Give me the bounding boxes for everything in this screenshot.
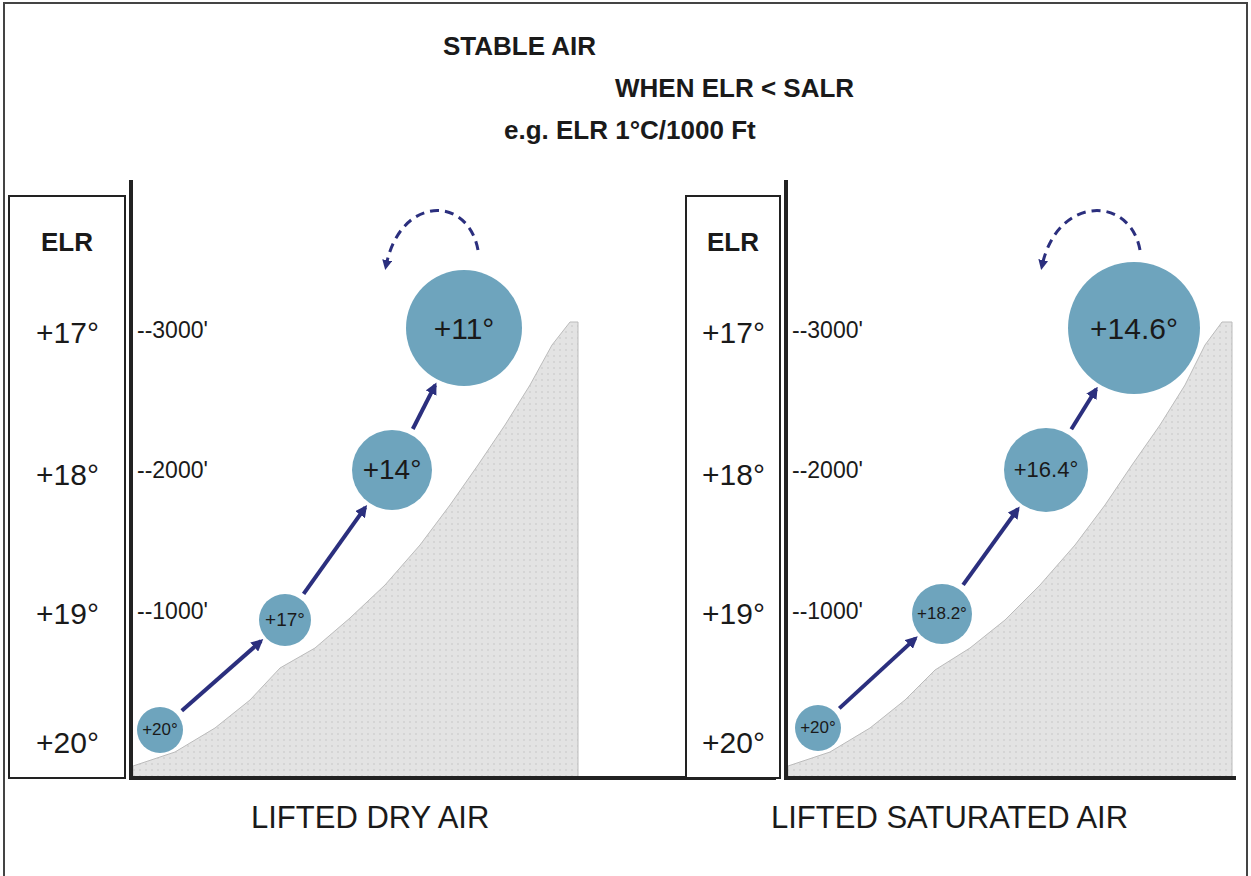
altitude-label: --3000' [792, 318, 863, 343]
air-parcel: +17° [259, 594, 311, 646]
ground-axis [129, 776, 776, 780]
lift-arrow [963, 509, 1018, 585]
box-heading: ELR [707, 228, 759, 257]
subtitle: WHEN ELR < SALR [615, 74, 854, 103]
parcel-temperature: +20° [800, 719, 836, 738]
altitude-label: --1000' [137, 599, 208, 624]
altitude-label: --1000' [792, 599, 863, 624]
sinking-arrow [1042, 211, 1140, 266]
parcel-temperature: +16.4° [1014, 458, 1078, 482]
lift-arrow [304, 507, 366, 594]
air-parcel: +20° [137, 707, 183, 753]
air-parcel: +16.4° [1004, 428, 1088, 512]
lapse-rate-box: ELR +17° +18° +19° +20° [8, 195, 126, 779]
temperature-value: +17° [36, 316, 99, 349]
parcel-temperature: +11° [434, 312, 495, 345]
temperature-value: +20° [702, 726, 765, 759]
air-parcel: +20° [795, 705, 841, 751]
temperature-value: +19° [702, 597, 765, 630]
lift-arrow [182, 641, 261, 711]
parcel-temperature: +17° [265, 610, 305, 631]
air-parcel: +14° [352, 430, 432, 510]
lift-arrow [839, 638, 915, 708]
altitude-label: --2000' [792, 458, 863, 483]
parcel-temperature: +20° [142, 721, 178, 740]
subtitle: e.g. ELR 1°C/1000 Ft [504, 116, 756, 145]
altitude-axis [129, 180, 133, 780]
air-parcel: +11° [406, 270, 522, 386]
temperature-value: +20° [36, 726, 99, 759]
mountain-slope [133, 322, 578, 778]
panel-caption: LIFTED DRY AIR [251, 801, 489, 835]
mountain-slope [788, 322, 1232, 778]
air-parcel: +18.2° [912, 584, 972, 644]
lift-arrow [413, 385, 435, 429]
panel-caption: LIFTED SATURATED AIR [771, 801, 1128, 835]
temperature-value: +19° [36, 597, 99, 630]
diagram-title: STABLE AIR [443, 32, 596, 61]
altitude-axis [784, 180, 788, 780]
altitude-label: --2000' [137, 458, 208, 483]
frame [4, 3, 1247, 876]
temperature-value: +17° [702, 316, 765, 349]
temperature-value: +18° [702, 458, 765, 491]
parcel-temperature: +14° [363, 455, 422, 486]
air-parcel: +14.6° [1068, 262, 1200, 394]
ground-axis [784, 776, 1236, 780]
lapse-rate-box: ELR +17° +18° +19° +20° [685, 195, 781, 779]
temperature-value: +18° [36, 458, 99, 491]
box-heading: ELR [41, 228, 93, 257]
parcel-temperature: +18.2° [917, 605, 967, 624]
lift-arrow [1071, 389, 1096, 429]
sinking-arrow [386, 211, 478, 266]
altitude-label: --3000' [137, 318, 208, 343]
parcel-temperature: +14.6° [1090, 312, 1178, 345]
